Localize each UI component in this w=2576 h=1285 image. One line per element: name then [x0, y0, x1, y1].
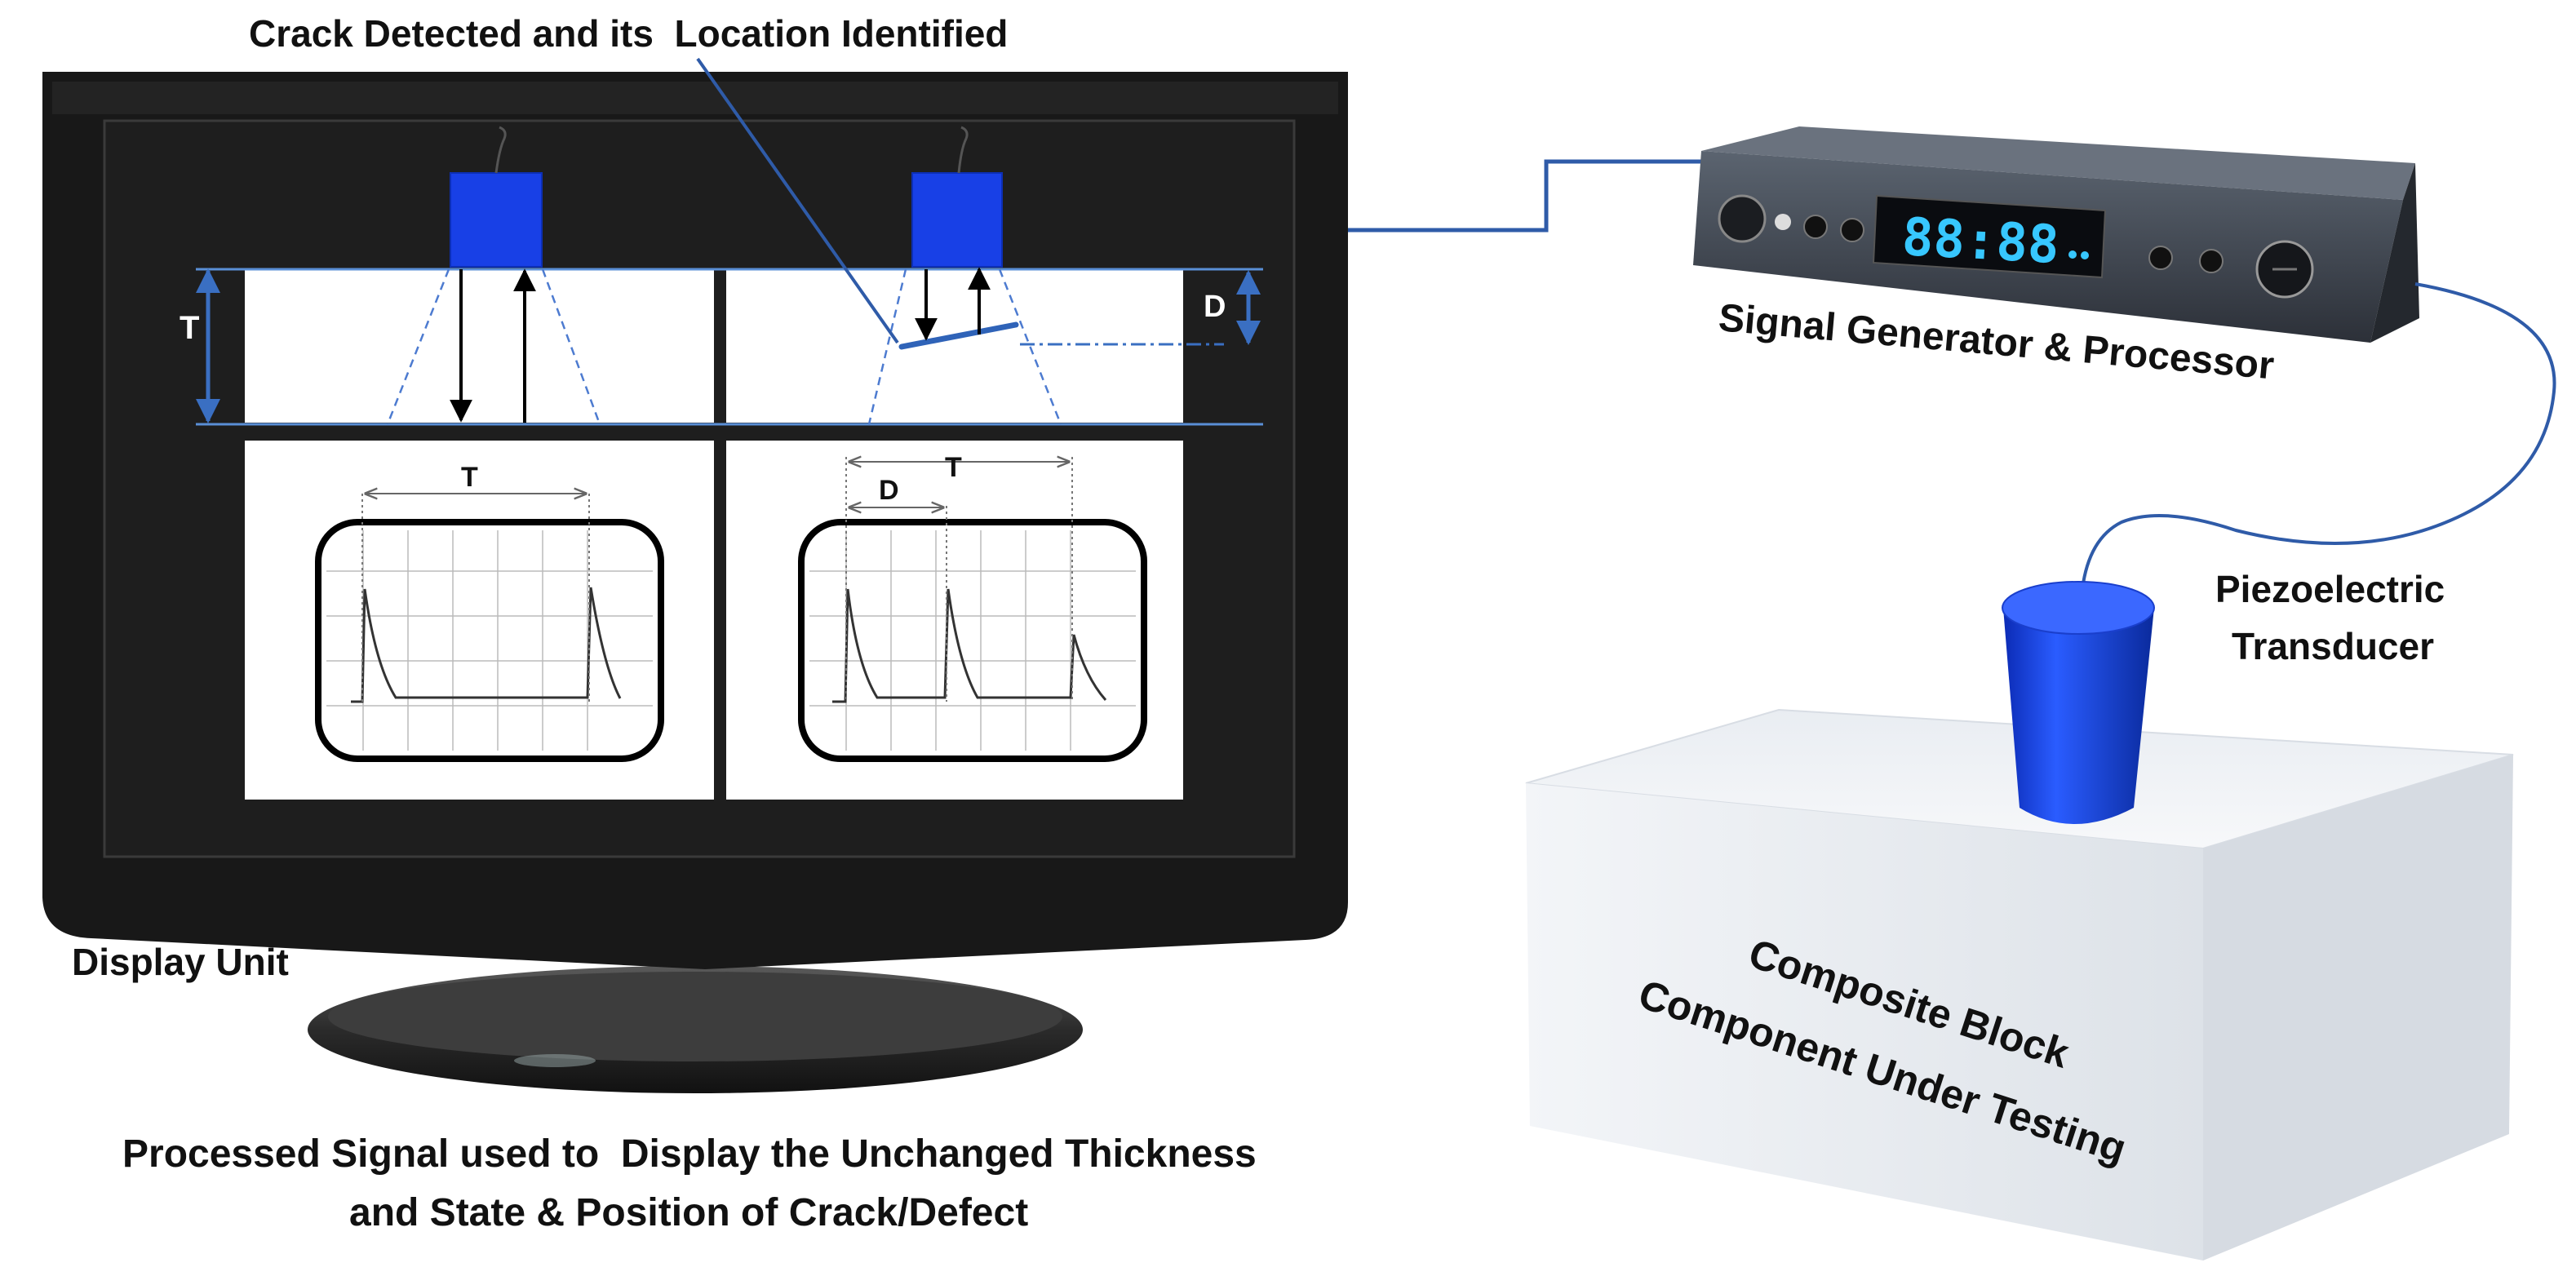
composite-block — [1525, 708, 2514, 1261]
transducer-label-line2: Transducer — [2232, 625, 2434, 667]
crack-depth-label: D — [1204, 290, 1226, 324]
panel-crack-detected: D — [714, 126, 1263, 426]
processor-to-transducer-cable — [2081, 282, 2556, 590]
scope-panel-right: D T — [726, 441, 1183, 800]
scope-screen-right — [798, 519, 1147, 762]
piezoelectric-transducer — [2002, 581, 2155, 824]
transducer-icon-right — [911, 172, 1003, 268]
scope-trace-right — [832, 588, 1107, 703]
transducer-icon-left — [450, 172, 543, 268]
knob-left-icon — [1718, 194, 1767, 243]
caption-line1: Processed Signal used to Display the Unc… — [122, 1132, 1257, 1176]
crack-line — [898, 321, 1019, 350]
device-clock-readout: 88:88 — [1900, 207, 2060, 276]
display-unit: T D — [42, 57, 1348, 1093]
monitor-stand — [308, 938, 1083, 1093]
scope-right-T-label: T — [945, 452, 962, 483]
thickness-label: T — [180, 310, 199, 346]
display-unit-label: Display Unit — [72, 941, 289, 983]
led-display — [1872, 194, 2107, 279]
transducer-label-line1: Piezoelectric — [2215, 568, 2445, 610]
signal-generator-device: 88:88 — [1693, 126, 2419, 343]
scope-left-T-label: T — [461, 462, 478, 493]
crack-detected-label: Crack Detected and its Location Identifi… — [249, 12, 1008, 55]
scope-right-D-label: D — [879, 475, 899, 506]
crack-callout-line — [696, 57, 899, 344]
caption-line2: and State & Position of Crack/Defect — [349, 1191, 1028, 1234]
scope-screen-left — [315, 519, 664, 762]
scope-trace-left — [351, 587, 622, 703]
scope-panel-left: T — [245, 441, 714, 800]
panel-unchanged-thickness: T — [180, 126, 714, 426]
button-small-icon — [1775, 214, 1791, 230]
monitor-to-processor-cable — [1348, 159, 1701, 233]
